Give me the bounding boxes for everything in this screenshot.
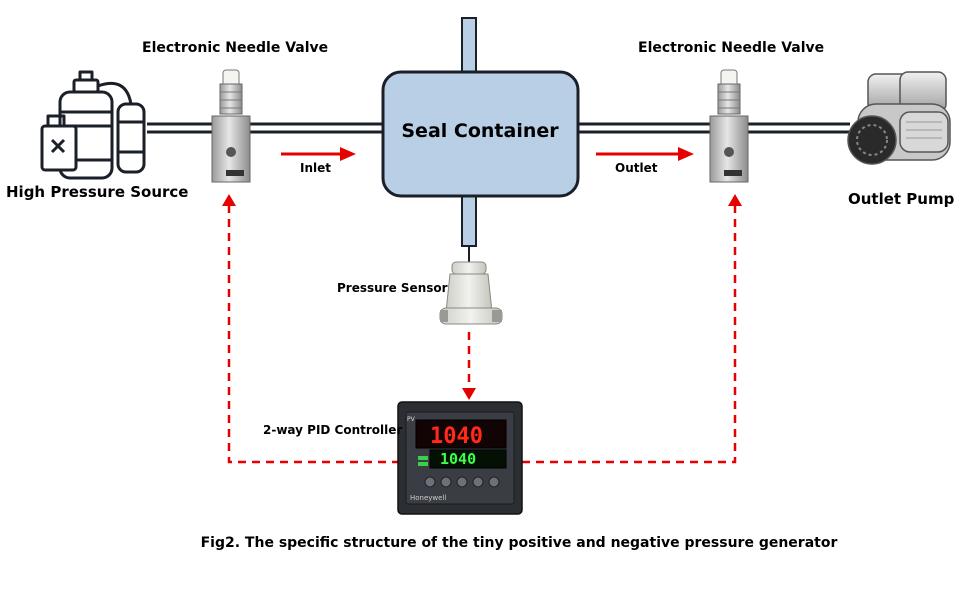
left-valve-label: Electronic Needle Valve — [142, 40, 329, 56]
pipe-valve-to-pump — [748, 122, 850, 134]
right-valve-label: Electronic Needle Valve — [638, 40, 825, 56]
high-pressure-source-icon — [40, 70, 146, 180]
controller-label: 2-way PID Controller — [263, 423, 403, 437]
controller-pv-value: 1040 — [430, 424, 483, 449]
source-label: High Pressure Source — [6, 183, 189, 201]
pipe-container-to-valve — [578, 122, 712, 134]
container-label: Seal Container — [401, 120, 559, 142]
right-needle-valve-icon — [709, 69, 749, 183]
inlet-label: Inlet — [300, 161, 331, 175]
outlet-pump-icon — [847, 71, 951, 165]
pipe-valve-to-container — [250, 122, 384, 134]
seal-container — [381, 70, 580, 198]
left-control-signal-line — [227, 205, 402, 464]
left-needle-valve-icon — [211, 69, 251, 183]
controller-pv-tag: PV — [407, 416, 416, 423]
sensor-label: Pressure Sensor — [337, 281, 448, 295]
bottom-port-pipe — [461, 193, 477, 247]
pid-controller-icon: PV 1040 1040 Honeywell — [397, 401, 523, 515]
outlet-flow-arrow — [596, 147, 694, 161]
figure-caption: Fig2. The specific structure of the tiny… — [200, 535, 838, 551]
controller-sv-value: 1040 — [440, 450, 476, 468]
right-control-arrowhead — [728, 194, 742, 206]
right-control-signal-line — [522, 205, 737, 464]
left-control-arrowhead — [222, 194, 236, 206]
pipe-source-to-valve — [147, 122, 214, 134]
outlet-label: Outlet — [615, 161, 658, 175]
controller-brand: Honeywell — [410, 494, 446, 502]
pressure-sensor-icon — [439, 261, 503, 325]
top-port-pipe — [461, 17, 477, 77]
sensor-signal-line — [462, 332, 476, 400]
pump-label: Outlet Pump — [848, 190, 955, 208]
inlet-flow-arrow — [281, 147, 356, 161]
